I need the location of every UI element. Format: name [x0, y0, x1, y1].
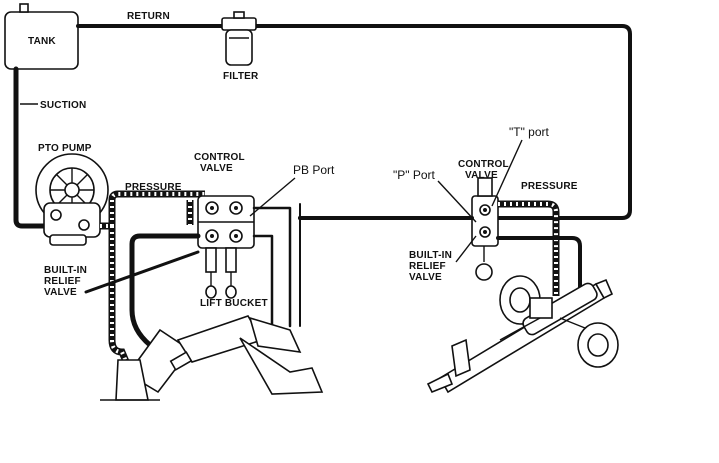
return-label: RETURN: [127, 11, 170, 22]
filter: FILTER: [221, 11, 259, 82]
relief-left-label-3: VALVE: [44, 287, 77, 298]
pb-port-annotation: PB Port: [249, 163, 335, 217]
loader-arms: [100, 315, 324, 401]
relief-right-label-2: RELIEF: [409, 261, 446, 272]
relief-valve-right-annotation: BUILT-IN RELIEF VALVE: [409, 235, 477, 283]
loader-hoses: [129, 206, 292, 363]
relief-right-label-3: VALVE: [409, 272, 442, 283]
tank: TANK: [4, 3, 79, 70]
lift-bucket-label: LIFT BUCKET: [200, 298, 268, 309]
control-valve-left-label-2: VALVE: [200, 163, 233, 174]
control-valve-left-label-1: CONTROL: [194, 152, 245, 163]
suction-line: SUCTION: [13, 66, 86, 229]
control-valve-right: CONTROL VALVE: [458, 159, 509, 281]
control-valve-left: CONTROL VALVE LIFT BUCKET: [194, 152, 268, 309]
tank-label: TANK: [28, 36, 56, 47]
pto-pump-label: PTO PUMP: [38, 143, 92, 154]
pb-port-label: PB Port: [293, 163, 335, 177]
return-line: RETURN: [76, 11, 632, 220]
p-port-annotation: "P" Port: [393, 168, 477, 223]
pto-pump: PTO PUMP: [35, 143, 109, 246]
pressure-right-label: PRESSURE: [521, 181, 578, 192]
t-port-label: "T" port: [509, 125, 550, 139]
right-valve-lines: [298, 203, 582, 327]
pressure-left-label: PRESSURE: [125, 182, 182, 193]
log-splitter: [426, 275, 619, 394]
control-valve-right-label-1: CONTROL: [458, 159, 509, 170]
p-port-label: "P" Port: [393, 168, 436, 182]
relief-left-label-1: BUILT-IN: [44, 265, 87, 276]
control-valve-right-label-2: VALVE: [465, 170, 498, 181]
t-port-annotation: "T" port: [491, 125, 550, 207]
suction-label: SUCTION: [40, 100, 86, 111]
pressure-line-left: PRESSURE: [100, 182, 205, 392]
relief-right-label-1: BUILT-IN: [409, 250, 452, 261]
pressure-line-right: PRESSURE: [498, 181, 578, 296]
filter-label: FILTER: [223, 71, 259, 82]
relief-valve-left-annotation: BUILT-IN RELIEF VALVE: [44, 250, 200, 298]
relief-left-label-2: RELIEF: [44, 276, 81, 287]
